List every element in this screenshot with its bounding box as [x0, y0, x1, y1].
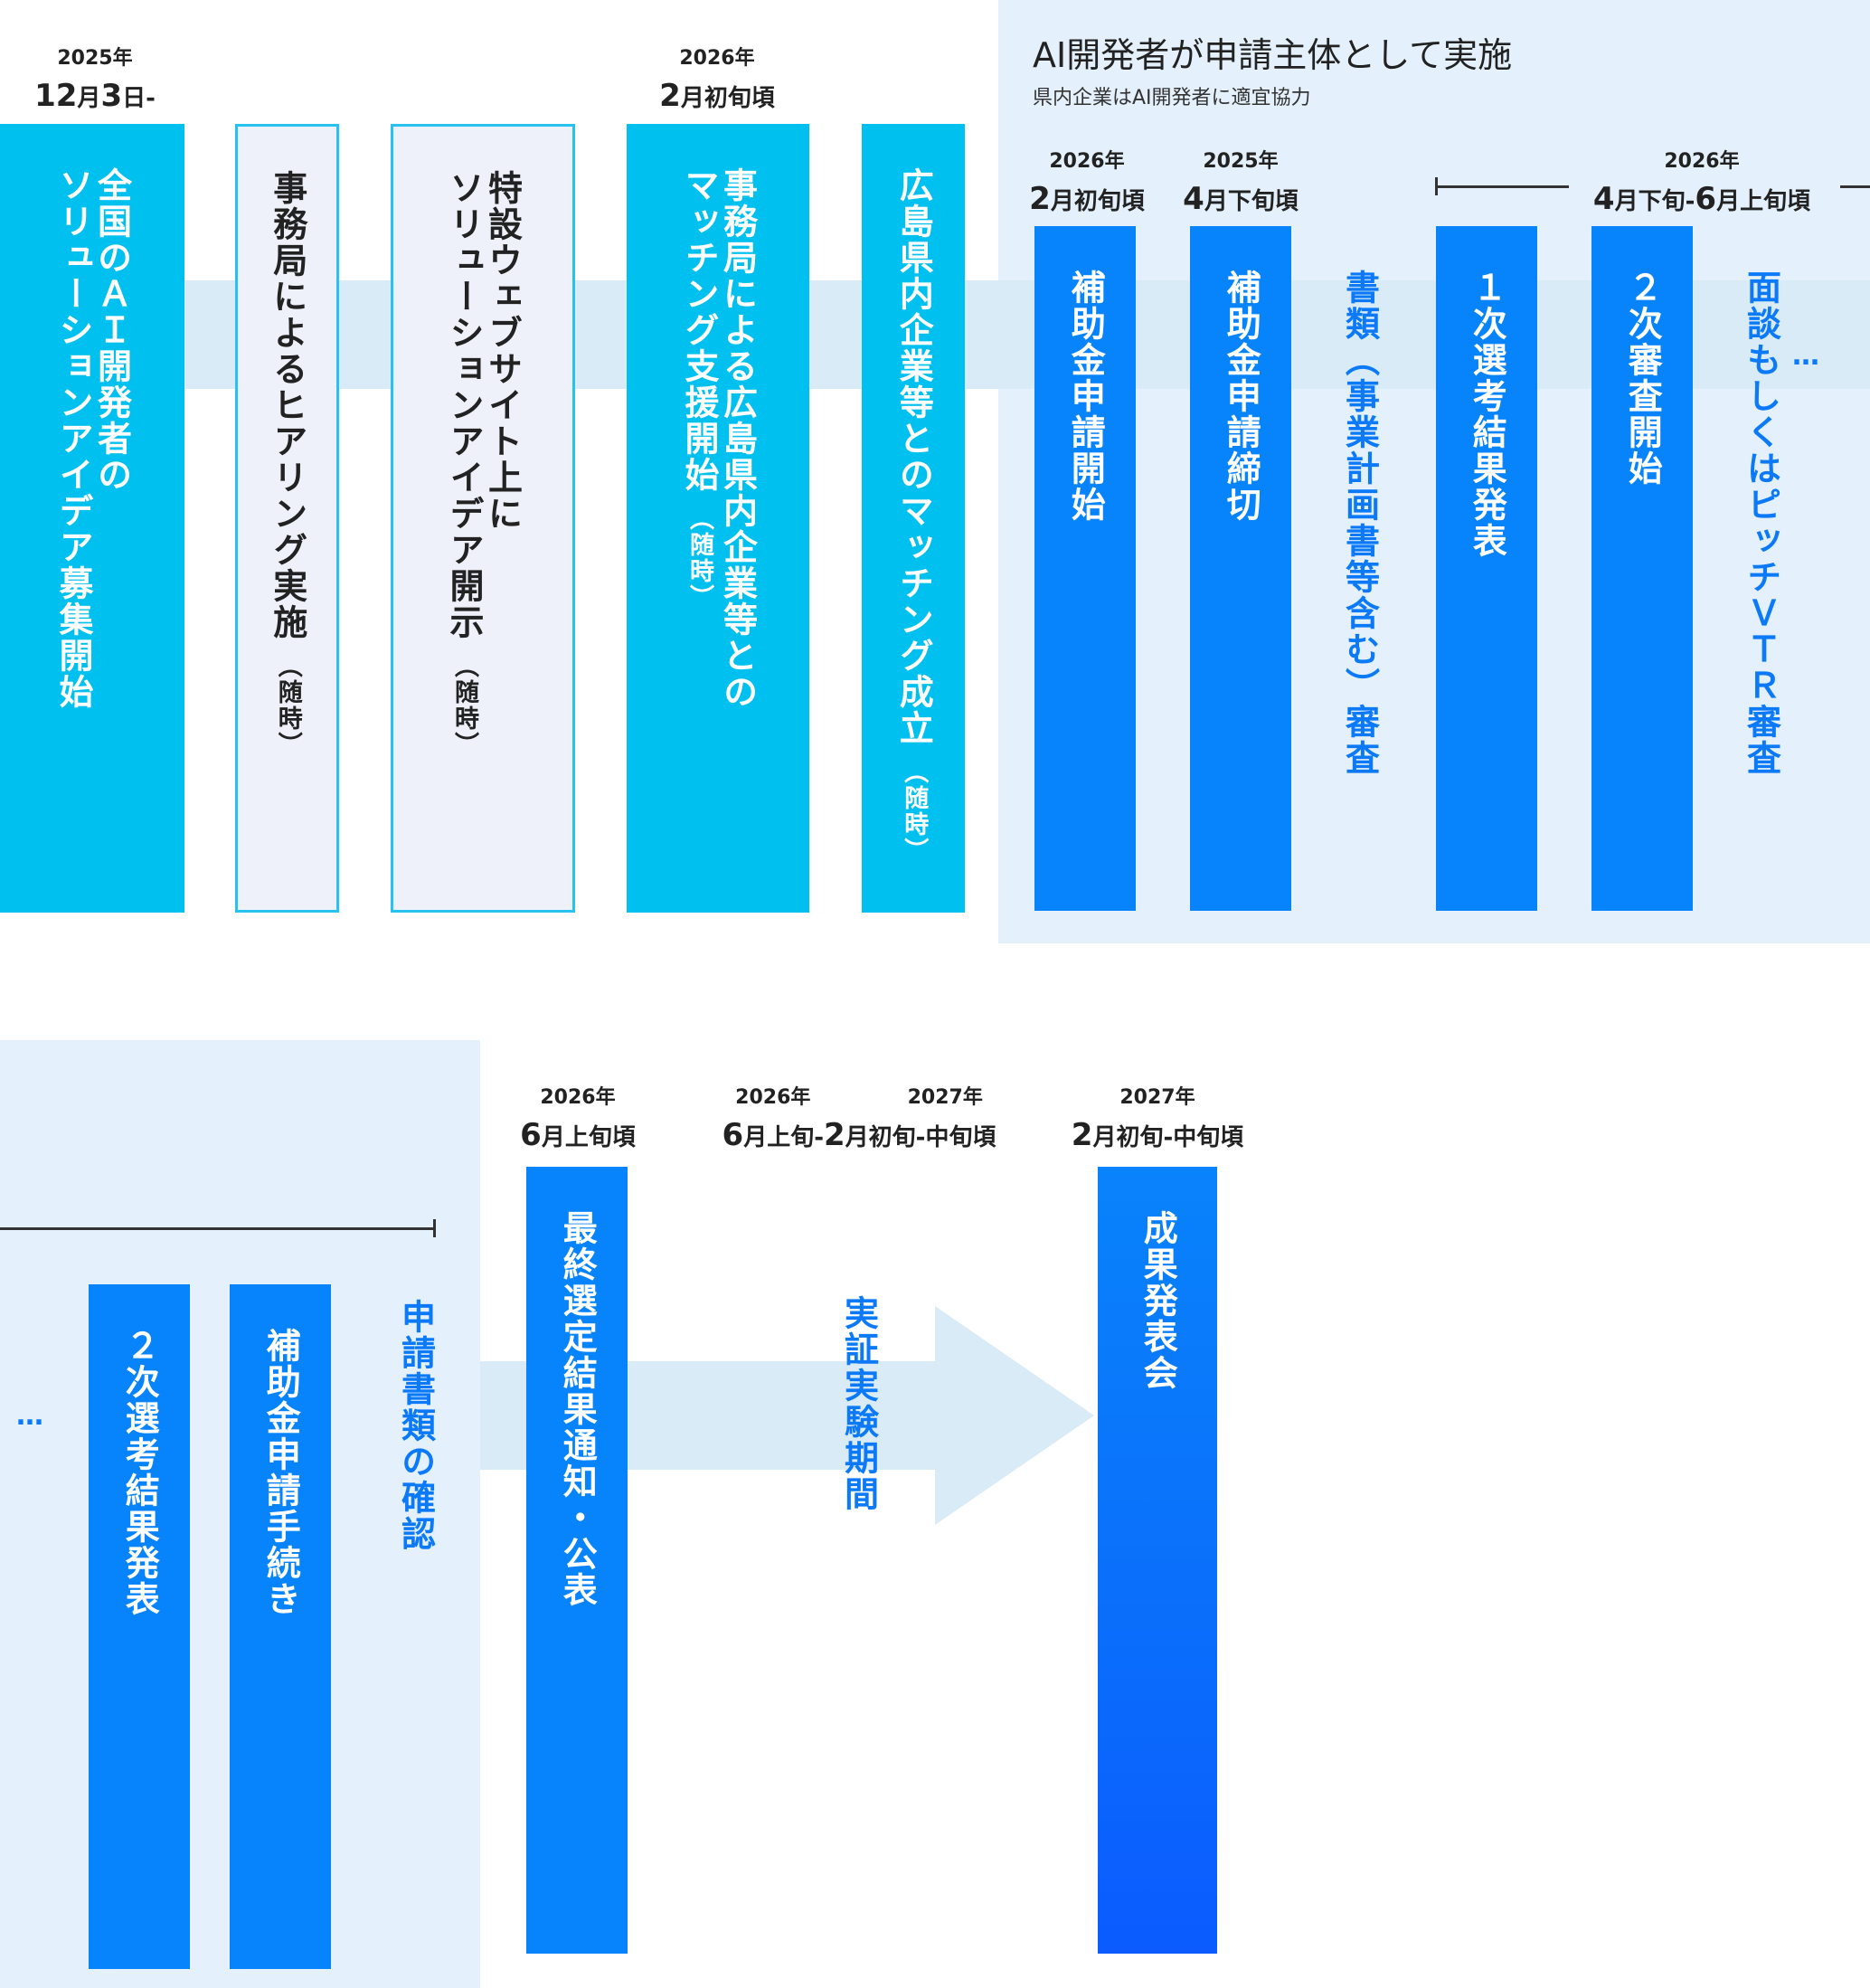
- date-label: 2025年 4月下旬頃: [1183, 150, 1299, 217]
- date-label: 2026年 4月下旬-6月上旬頃: [1592, 150, 1811, 217]
- document-review-label: 書類（事業計画書等含む）審査: [1339, 270, 1380, 776]
- continuation-ellipsis: …: [16, 1400, 45, 1432]
- phase-column: 補助金申請手続き: [230, 1284, 331, 1969]
- phase-column: 特設ウェブサイト上に ソリューションアイデア開示 （随時）: [391, 124, 575, 913]
- phase-label: 事務局による広島県内企業等との マッチング支援開始: [679, 167, 758, 710]
- phase-label: 特設ウェブサイト上に ソリューションアイデア開示: [444, 170, 523, 640]
- phase-note: （随時）: [900, 759, 929, 864]
- phase-column: 補助金申請開始: [1034, 226, 1136, 911]
- pitch-review-label: 面談もしくはピッチＶＴＲ審査: [1741, 270, 1781, 776]
- range-line: [0, 1227, 436, 1230]
- phase-label: 成果発表会: [1138, 1210, 1178, 1391]
- trial-period-label: 実証実験期間: [838, 1295, 879, 1512]
- date-label: 2026年 2月初旬頃: [659, 47, 775, 114]
- phase-column: 全国のＡＩ開発者の ソリューションアイデア募集開始: [0, 124, 184, 913]
- phase-note: （随時）: [685, 506, 713, 611]
- phase-label: 事務局によるヒアリング実施: [267, 170, 307, 640]
- phase-note: （随時）: [450, 653, 478, 758]
- phase-label: ２次審査開始: [1622, 270, 1663, 487]
- date-label: 2026年 6月上旬頃: [520, 1086, 636, 1153]
- date-label: 2026年 2月初旬頃: [1029, 150, 1145, 217]
- phase-label: 補助金申請開始: [1065, 270, 1106, 523]
- range-tick: [433, 1219, 436, 1237]
- date-year-pair: 2026年 2027年: [735, 1086, 983, 1109]
- phase-label: 全国のＡＩ開発者の ソリューションアイデア募集開始: [53, 167, 132, 710]
- continuation-ellipsis: …: [1792, 340, 1821, 372]
- phase-label: １次選考結果発表: [1467, 270, 1507, 559]
- phase-column: 成果発表会: [1098, 1167, 1217, 1954]
- ai-developer-section-band: [998, 0, 1870, 943]
- confirm-documents-label: 申請書類の確認: [395, 1299, 436, 1552]
- ai-section-title: AI開発者が申請主体として実施: [1033, 35, 1513, 75]
- phase-label: 補助金申請締切: [1221, 270, 1261, 523]
- phase-column: 最終選定結果通知・公表: [526, 1167, 628, 1954]
- phase-label: 最終選定結果通知・公表: [557, 1210, 598, 1608]
- phase-column: ２次選考結果発表: [89, 1284, 190, 1969]
- phase-label: 広島県内企業等とのマッチング成立: [893, 167, 934, 746]
- range-line: [1435, 185, 1569, 188]
- phase-column: 補助金申請締切: [1190, 226, 1291, 911]
- phase-column: 事務局による広島県内企業等との マッチング支援開始（随時）: [627, 124, 809, 913]
- phase-column: １次選考結果発表: [1436, 226, 1537, 911]
- ai-section-subtitle: 県内企業はAI開発者に適宜協力: [1033, 87, 1311, 109]
- phase-note: （随時）: [273, 653, 302, 758]
- phase-column: 広島県内企業等とのマッチング成立 （随時）: [862, 124, 965, 913]
- phase-label: 補助金申請手続き: [260, 1328, 301, 1617]
- phase-column: 事務局によるヒアリング実施 （随時）: [235, 124, 339, 913]
- flow-arrow-head: [935, 1306, 1094, 1525]
- date-label: 2026年 2027年 6月上旬-2月初旬-中旬頃: [722, 1081, 996, 1153]
- date-label: 2027年 2月初旬-中旬頃: [1071, 1086, 1244, 1153]
- phase-label: ２次選考結果発表: [119, 1328, 160, 1617]
- phase-column: ２次審査開始: [1591, 226, 1693, 911]
- range-line: [1840, 185, 1870, 188]
- date-label: 2025年 12月3日-: [34, 47, 156, 114]
